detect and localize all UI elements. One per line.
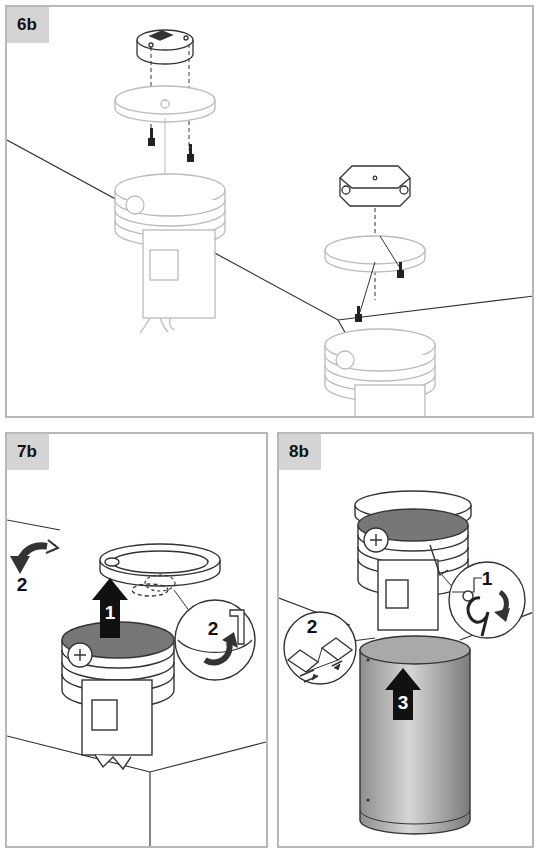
panel-8b-art	[279, 491, 532, 834]
panel-6b-art	[7, 30, 532, 416]
step-number: 6b	[7, 7, 49, 43]
step-panel: 8b	[277, 432, 534, 848]
step-panel: 7b	[5, 432, 268, 848]
step-number: 8b	[279, 434, 321, 470]
step-panel: 6b	[5, 5, 534, 418]
callout-number: 2	[17, 575, 28, 594]
callout-number: 2	[307, 617, 318, 636]
callout-number: 3	[398, 693, 409, 712]
step-number: 7b	[7, 434, 49, 470]
panel-7b-art	[7, 520, 266, 846]
callout-number: 1	[105, 603, 116, 622]
callout-number: 1	[482, 569, 493, 588]
callout-number: 2	[208, 619, 219, 638]
